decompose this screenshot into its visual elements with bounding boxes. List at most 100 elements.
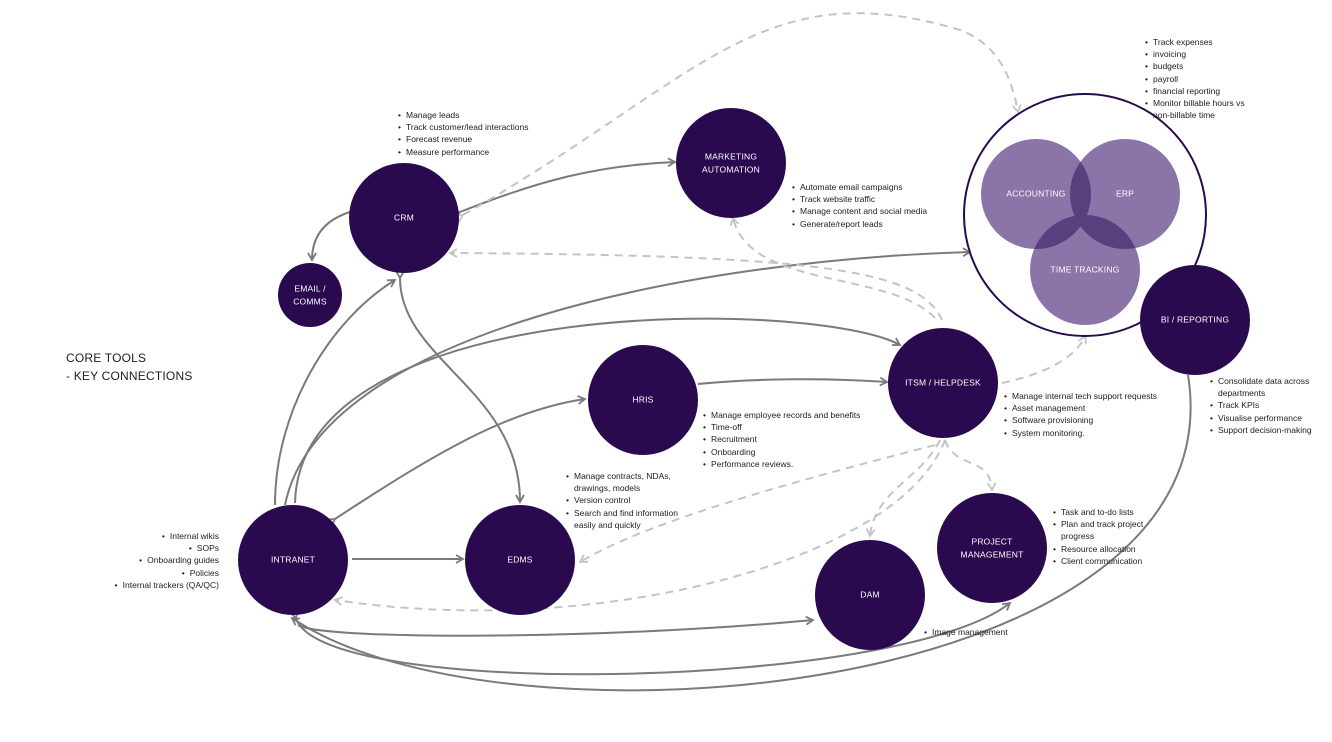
finance-note: invoicing [1145,48,1245,60]
bi-label-text: BI / REPORTING [1160,314,1230,325]
intranet-note: Internal wikis [100,530,227,542]
crm-note: Forecast revenue [398,133,529,145]
edms-note-continuation: easily and quickly [574,519,641,530]
erp-label: ERP [1116,188,1134,201]
time-tracking-label-text: TIME TRACKING [1050,264,1120,275]
crm-note: Manage leads [398,109,529,121]
pm-note: Plan and track project [1053,518,1143,530]
bi-note: Support decision-making [1210,424,1312,436]
pm-label-line-1: PROJECT [971,536,1013,547]
dashed-arrow-itsm-marketing [729,216,936,319]
arrow-crm-marketing [451,157,677,219]
nodes [238,108,1250,650]
overlap-accounting-time [1030,215,1091,249]
pm-label-line-2: MANAGEMENT [960,549,1024,559]
itsm-note: Software provisioning [1004,414,1157,426]
marketing-automation-node[interactable] [676,108,786,218]
bi-reporting-node[interactable] [1140,265,1250,375]
project-management-label: PROJECT MANAGEMENT [961,535,1024,561]
bi-note: Track KPIs [1210,399,1312,411]
hris-note: Manage employee records and benefits [703,409,860,421]
pm-notes: Task and to-do lists Plan and track proj… [1053,506,1143,567]
arrow-bi-intranet [290,374,1192,692]
arrow-crm-email [307,211,351,262]
pm-note-continuation: progress [1061,531,1095,542]
crm-label: CRM [394,212,414,225]
edms-node[interactable] [465,505,575,615]
email-comms-node[interactable] [278,263,342,327]
edms-note: Manage contracts, NDAs, [566,470,678,482]
hris-label: HRIS [632,394,653,407]
accounting-label-text: ACCOUNTING [1006,188,1066,199]
arrow-crm-edms [395,270,525,504]
solid-connectors [274,157,1192,692]
intranet-notes: Internal wikis SOPs Onboarding guides Po… [100,530,227,591]
finance-note: budgets [1145,60,1245,72]
accounting-label: ACCOUNTING [1006,188,1065,201]
dam-node[interactable] [815,540,925,650]
hris-node[interactable] [588,345,698,455]
pm-note: Task and to-do lists [1053,506,1143,518]
marketing-label-line-2: AUTOMATION [702,164,760,174]
dam-note: Image management [924,626,1008,638]
edms-label: EDMS [507,554,532,567]
marketing-notes: Automate email campaigns Track website t… [792,181,927,230]
itsm-helpdesk-label: ITSM / HELPDESK [905,377,981,390]
dashed-arrow-crm-finance [454,12,1022,223]
edms-label-text: EDMS [507,554,533,565]
edms-note: Search and find information [566,507,678,519]
dashed-arrow-itsm-crm [448,248,943,321]
crm-note: Track customer/lead interactions [398,121,529,133]
intranet-label: INTRANET [271,554,315,567]
edms-notes: Manage contracts, NDAs, drawings, models… [566,470,678,531]
bi-reporting-label: BI / REPORTING [1161,314,1229,327]
arrow-intranet-dam [297,615,815,637]
dashed-arrow-itsm-bi [1001,334,1087,384]
pm-note: Resource allocation [1053,543,1143,555]
email-comms-label: EMAIL / COMMS [293,282,327,308]
finance-note: Monitor billable hours vs [1145,97,1245,109]
erp-label-text: ERP [1115,188,1135,199]
time-tracking-label: TIME TRACKING [1050,264,1119,277]
finance-note: payroll [1145,73,1245,85]
finance-note: Track expenses [1145,36,1245,48]
itsm-notes: Manage internal tech support requests As… [1004,390,1157,439]
dashed-arrow-itsm-intranet [333,439,946,612]
itsm-note: System monitoring. [1004,427,1157,439]
intranet-note: Policies [100,567,227,579]
itsm-label-text: ITSM / HELPDESK [905,377,981,388]
crm-node[interactable] [349,163,459,273]
hris-notes: Manage employee records and benefits Tim… [703,409,860,470]
title-line-1: CORE TOOLS [66,351,147,365]
arrow-intranet-hris [326,395,587,527]
dashed-arrow-itsm-pm [944,439,997,492]
marketing-note: Manage content and social media [792,205,927,217]
bi-note-continuation: departments [1218,388,1266,399]
crm-notes: Manage leads Track customer/lead interac… [398,109,529,158]
marketing-note: Track website traffic [792,193,927,205]
hris-note: Performance reviews. [703,458,860,470]
intranet-note: SOPs [100,542,227,554]
dam-notes: Image management [924,626,1008,638]
hris-note: Onboarding [703,446,860,458]
hris-note: Recruitment [703,433,860,445]
itsm-note: Asset management [1004,402,1157,414]
intranet-label-text: INTRANET [270,554,316,565]
project-management-node[interactable] [937,493,1047,603]
title-line-2: - KEY CONNECTIONS [66,369,193,383]
finance-note: financial reporting [1145,85,1245,97]
bi-note: Consolidate data across [1210,375,1312,387]
marketing-automation-label: MARKETING AUTOMATION [702,150,760,176]
arrow-intranet-itsm [294,317,902,504]
intranet-node[interactable] [238,505,348,615]
dashed-arrow-itsm-edms [578,444,936,563]
itsm-helpdesk-node[interactable] [888,328,998,438]
intranet-note: Onboarding guides [100,554,227,566]
dam-label: DAM [860,589,880,602]
pm-note: Client communication [1053,555,1143,567]
intranet-note: Internal trackers (QA/QC) [100,579,227,591]
finance-group [963,93,1207,337]
arrow-hris-itsm [697,376,889,387]
finance-note-continuation: non-billable time [1153,110,1215,121]
